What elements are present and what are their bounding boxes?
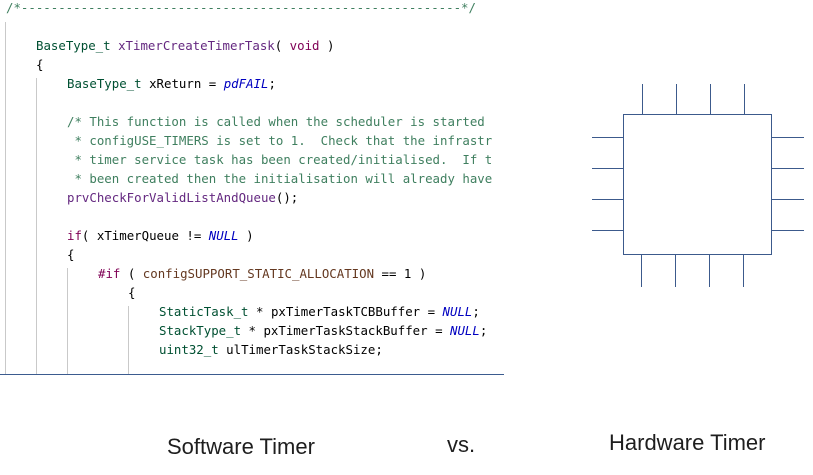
code-bottom-rule — [0, 374, 504, 375]
code-line: * configUSE_TIMERS is set to 1. Check th… — [67, 133, 493, 148]
code-line: StackType_t * pxTimerTaskStackBuffer = N… — [159, 323, 488, 338]
code-line: { — [67, 247, 75, 262]
code-line: * timer service task has been created/in… — [67, 152, 493, 167]
indent-guide — [67, 268, 68, 375]
caption-software-timer: Software Timer — [167, 434, 315, 459]
code-line: * been created then the initialisation w… — [67, 171, 493, 186]
chip-icon — [592, 84, 804, 287]
code-line: StaticTask_t * pxTimerTaskTCBBuffer = NU… — [159, 304, 480, 319]
indent-guide — [5, 22, 6, 375]
chip-body — [623, 114, 772, 255]
caption-vs: vs. — [447, 432, 476, 457]
code-line: BaseType_t xTimerCreateTimerTask( void ) — [36, 38, 335, 53]
code-line: /* This function is called when the sche… — [67, 114, 485, 129]
code-line: prvCheckForValidListAndQueue(); — [67, 190, 299, 205]
code-line: #if ( configSUPPORT_STATIC_ALLOCATION ==… — [98, 266, 427, 281]
code-panel: /*--------------------------------------… — [0, 0, 504, 375]
caption-hardware-timer: Hardware Timer — [609, 430, 766, 455]
code-line: uint32_t ulTimerTaskStackSize; — [159, 342, 383, 357]
indent-guide — [36, 78, 37, 375]
code-line: /*--------------------------------------… — [6, 0, 476, 15]
indent-guide — [128, 306, 129, 375]
code-line: { — [36, 57, 44, 72]
code-line: BaseType_t xReturn = pdFAIL; — [67, 76, 276, 91]
code-line: if( xTimerQueue != NULL ) — [67, 228, 254, 243]
code-line: { — [128, 285, 136, 300]
